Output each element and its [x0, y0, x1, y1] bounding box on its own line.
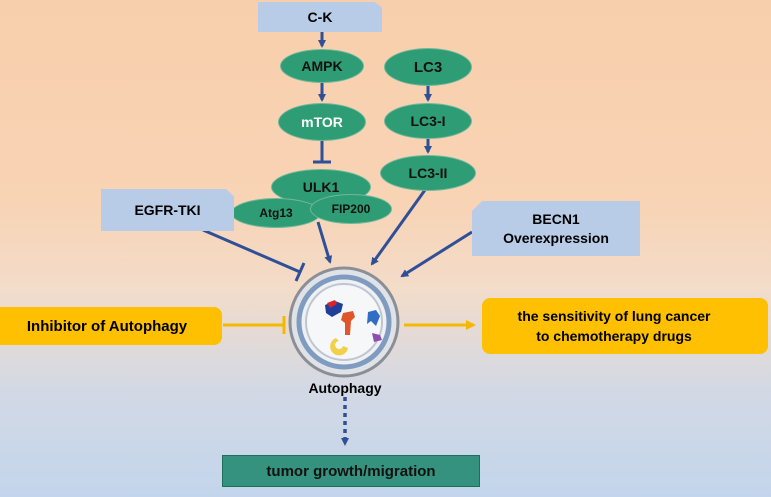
- mtor-node: mTOR: [278, 103, 366, 141]
- ampk-label: AMPK: [301, 58, 343, 74]
- arrow-ulk-autophagy: [316, 221, 333, 264]
- inhibitor-node: Inhibitor of Autophagy: [0, 307, 222, 345]
- autophagy-cell-icon: [288, 266, 400, 378]
- atg13-label: Atg13: [259, 206, 293, 220]
- tumor-node: tumor growth/migration: [222, 455, 480, 487]
- lc3-ii-label: LC3-II: [408, 165, 448, 181]
- arrow-becn1-autophagy: [400, 230, 473, 278]
- egfr-tki-node: EGFR-TKI: [101, 189, 234, 231]
- becn1-label-line2: Overexpression: [503, 229, 609, 246]
- egfr-tki-label: EGFR-TKI: [134, 202, 201, 218]
- ulk1-label: ULK1: [302, 179, 340, 195]
- sensitivity-label-line2: to chemotherapy drugs: [536, 328, 692, 344]
- atg13-node: Atg13: [231, 198, 321, 228]
- autophagy-label: Autophagy: [308, 380, 382, 396]
- inhibitor-label: Inhibitor of Autophagy: [26, 317, 188, 335]
- ampk-node: AMPK: [280, 49, 364, 83]
- lc3-label: LC3: [413, 58, 443, 76]
- ck-label: C-K: [307, 9, 333, 25]
- mtor-label: mTOR: [301, 114, 343, 130]
- lc3-node: LC3: [384, 48, 472, 86]
- lc3-i-label: LC3-I: [410, 113, 446, 129]
- fip200-node: FIP200: [310, 194, 392, 224]
- fip200-label: FIP200: [331, 202, 371, 216]
- arrow-lc3ii-autophagy: [370, 189, 427, 266]
- becn1-node: BECN1 Overexpression: [472, 201, 640, 256]
- inhibit-bar-egfr-autophagy: [294, 262, 306, 282]
- lc3-i-node: LC3-I: [384, 103, 472, 139]
- inhibit-egfr-autophagy: [202, 228, 301, 274]
- becn1-label-line1: BECN1: [532, 210, 580, 227]
- tumor-label: tumor growth/migration: [266, 462, 436, 480]
- ck-node: C-K: [258, 2, 382, 32]
- sensitivity-node: the sensitivity of lung cancer to chemot…: [482, 298, 768, 354]
- lc3-ii-node: LC3-II: [380, 155, 476, 191]
- sensitivity-label-line1: the sensitivity of lung cancer: [517, 308, 711, 324]
